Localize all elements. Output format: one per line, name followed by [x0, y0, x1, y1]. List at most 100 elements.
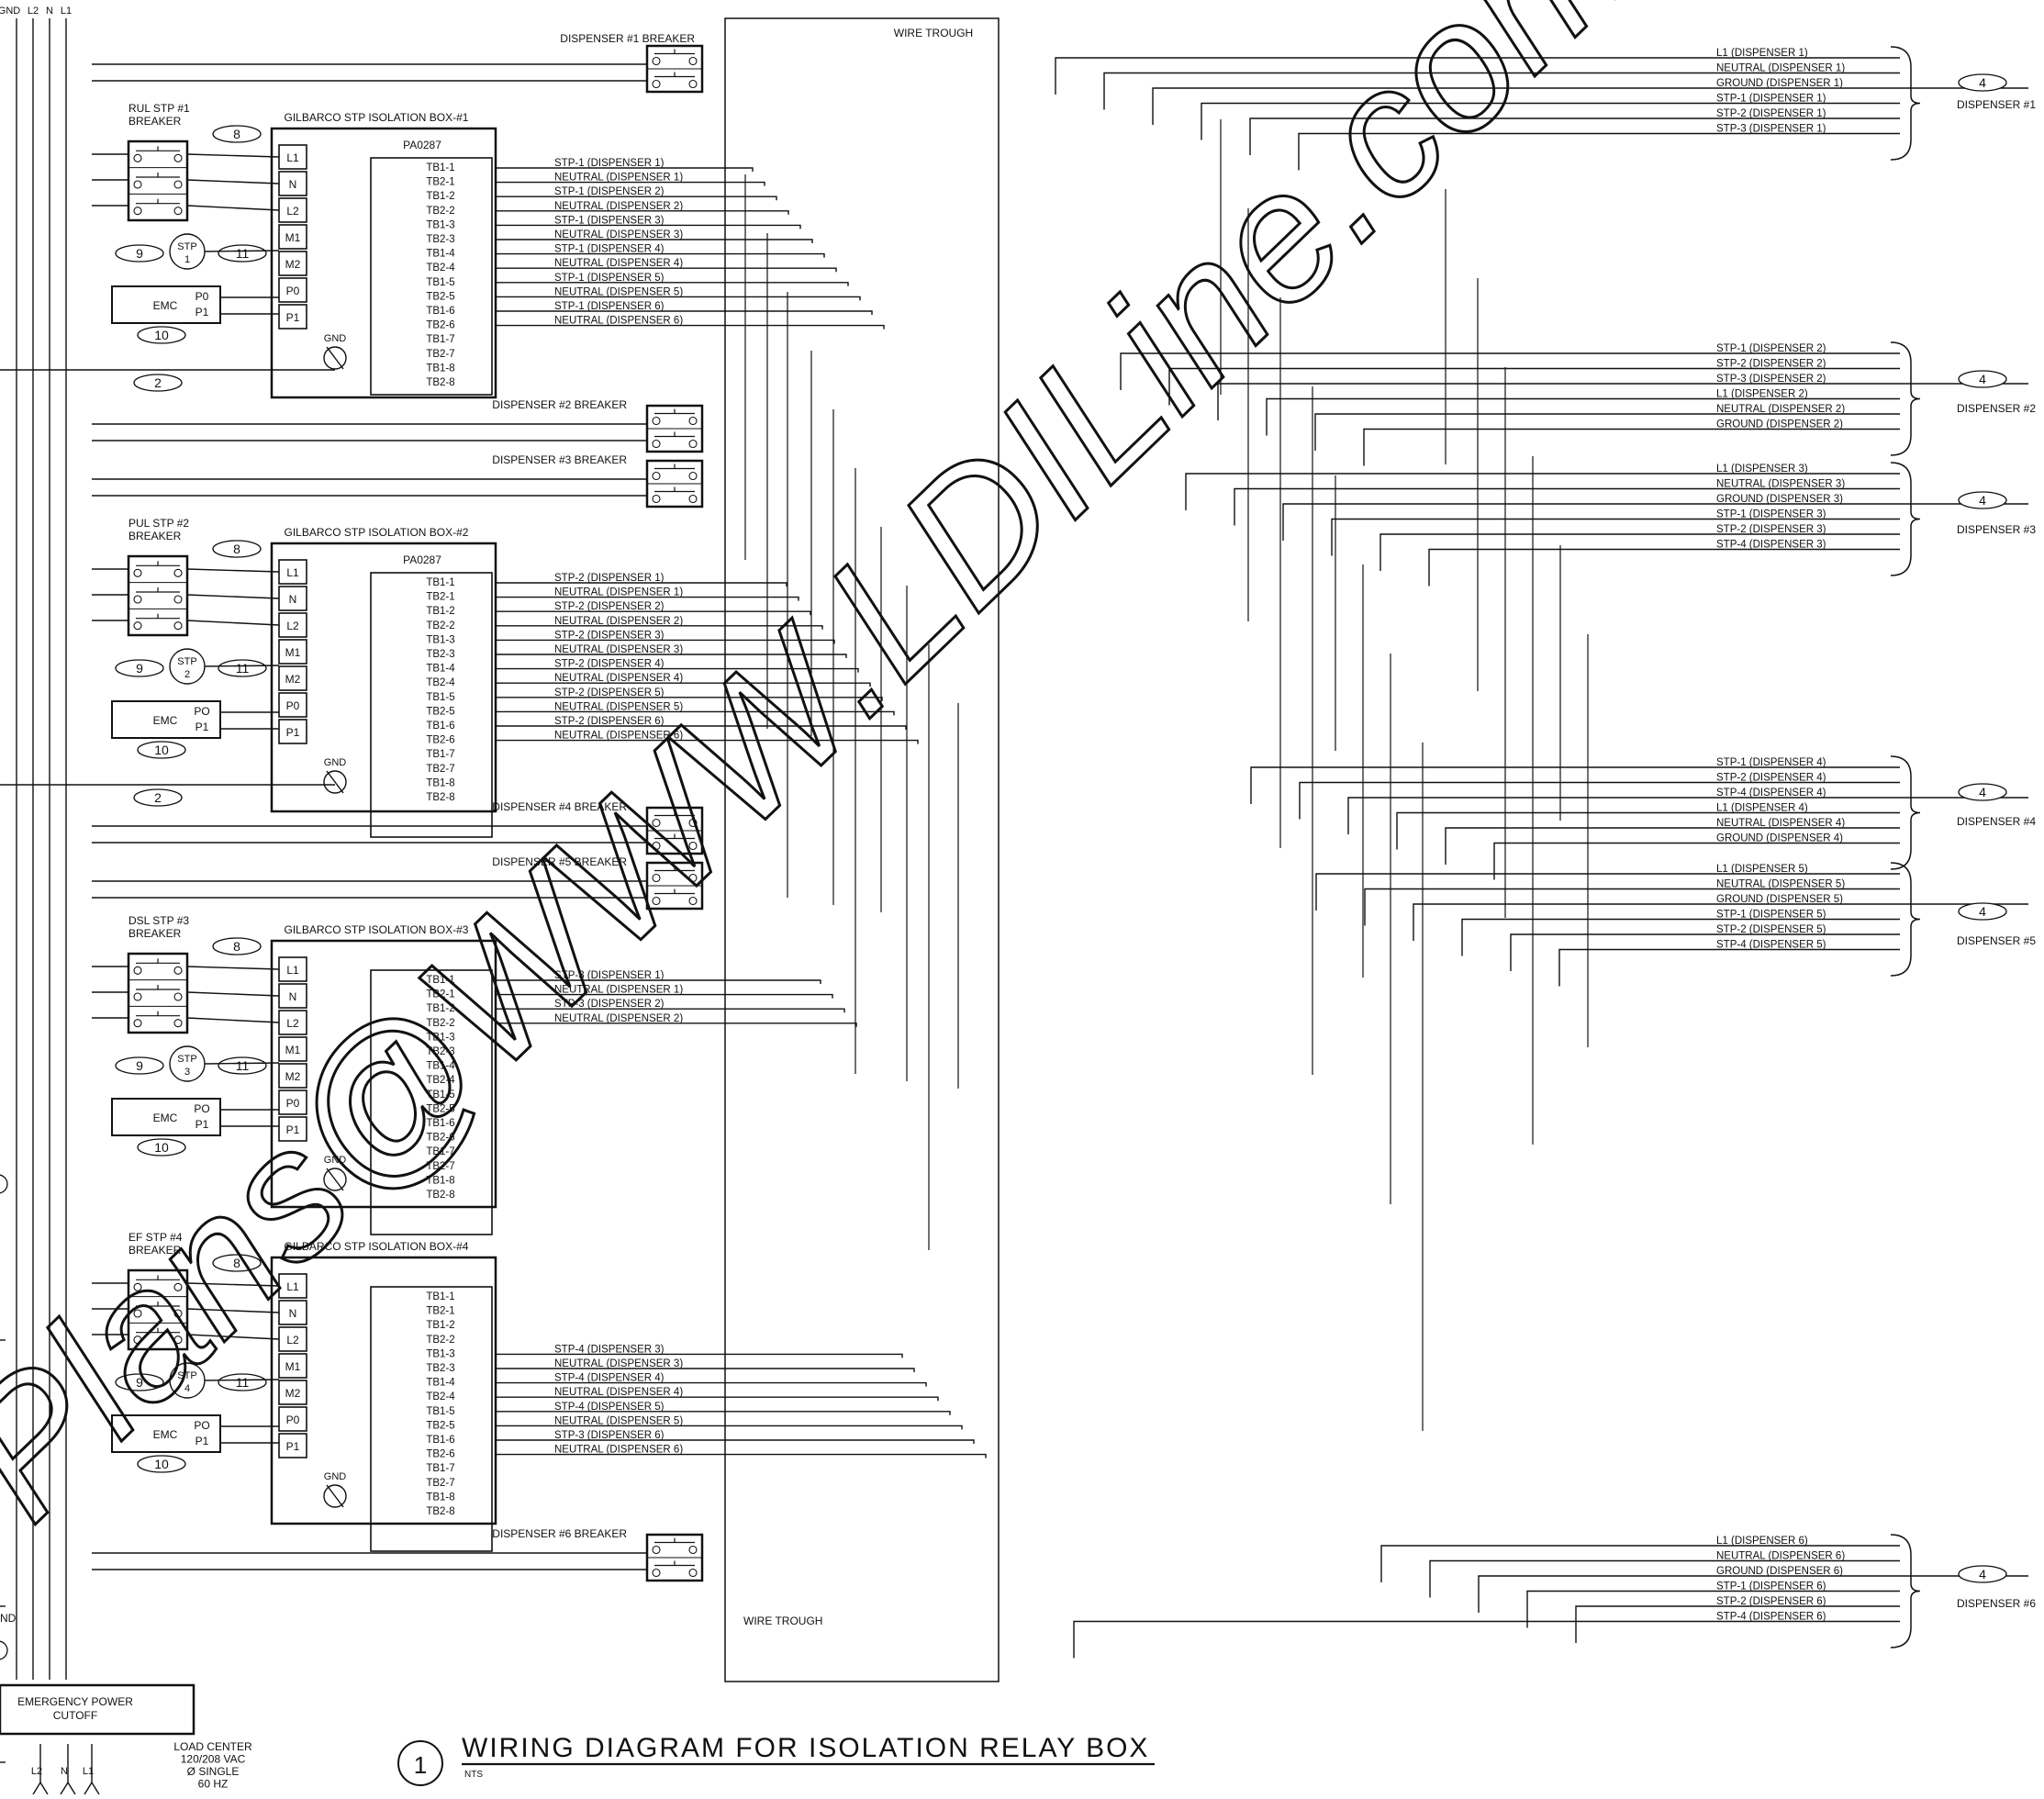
isolation-box-4-terminal-block: [370, 1286, 493, 1552]
dispenser-group-6-wire-label: STP-1 (DISPENSER 6): [1716, 1581, 1826, 1592]
isolation-box-4-breaker-out: [186, 1334, 280, 1340]
isolation-box-2-terminal-block: [370, 572, 493, 838]
isolation-box-4-wire: [496, 1411, 951, 1415]
isolation-box-1-tb-label: TB1-8: [426, 363, 454, 374]
isolation-box-2-terminal-label: P0: [286, 699, 300, 712]
dispenser-breaker-2-contact: [688, 439, 698, 449]
isolation-box-3-emc-box: [111, 1098, 221, 1136]
dispenser-group-1-name: DISPENSER #1: [1957, 98, 2036, 111]
isolation-box-4-stp-breaker: [127, 1268, 189, 1351]
dispenser-breaker-2-contact: [652, 416, 661, 426]
isolation-box-4-stp-breaker-contact: [133, 1335, 142, 1345]
isolation-box-3-tb-label: TB1-7: [426, 1146, 454, 1157]
isolation-box-1-terminal-block: [370, 157, 493, 396]
isolation-box-2-wire: [496, 710, 895, 716]
isolation-box-4-wire: [496, 1353, 903, 1358]
isolation-box-2-stp-breaker-contact: [133, 621, 142, 631]
isolation-box-1-tb-label: TB1-5: [426, 277, 454, 288]
dispenser-group-2-wire: [1266, 397, 1900, 436]
isolation-box-4-wire-label: NEUTRAL (DISPENSER 5): [554, 1415, 683, 1426]
dispenser-group-2-wire: [1363, 428, 1900, 466]
dispenser-breaker-1-contact: [652, 79, 661, 89]
isolation-box-4-terminal: [278, 1406, 307, 1432]
isolation-box-2-stp-breaker-contact: [173, 621, 183, 631]
emergency-power-label: EMERGENCY POWER: [17, 1695, 133, 1708]
isolation-box-2-circle-d-number: 10: [154, 743, 169, 757]
isolation-box-3-gnd-label: GND: [324, 1155, 347, 1166]
isolation-box-2-tb-label: TB1-7: [426, 749, 454, 760]
isolation-box-4-stp-breaker-contact: [133, 1309, 142, 1318]
isolation-box-1-stp-breaker-contact: [133, 153, 142, 162]
dispenser-group-5-wire-label: STP-2 (DISPENSER 5): [1716, 924, 1826, 935]
dispenser-group-2-wire: [1120, 352, 1900, 390]
dispenser-group-1-wire: [1298, 132, 1900, 171]
isolation-box-1-tb-label: TB2-7: [426, 349, 454, 360]
isolation-box-4-tb-label: TB1-6: [426, 1435, 454, 1446]
isolation-box-1-tb-label: TB1-7: [426, 334, 454, 345]
dispenser-group-5-wire: [1413, 903, 1900, 941]
isolation-box-2-wire: [496, 610, 811, 616]
dispenser-breaker-6-contact: [652, 1545, 661, 1555]
isolation-box-1-wire: [496, 181, 765, 186]
dispenser-breaker-1-contact: [688, 79, 698, 89]
isolation-box-2-wire: [496, 654, 847, 658]
isolation-box-2-wire-label: STP-2 (DISPENSER 1): [554, 573, 665, 584]
isolation-box-3-breaker-out: [186, 966, 280, 970]
isolation-box-2-wire-label: STP-2 (DISPENSER 4): [554, 659, 665, 670]
isolation-box-4-wire-label: STP-4 (DISPENSER 3): [554, 1344, 665, 1355]
dispenser-group-5-name: DISPENSER #5: [1957, 934, 2036, 947]
isolation-box-3-stp-breaker-contact: [133, 1019, 142, 1028]
isolation-box-2-breaker-out: [186, 594, 280, 599]
isolation-box-1-terminal: [278, 224, 307, 250]
isolation-box-4-wire: [496, 1381, 927, 1387]
isolation-box-1-stp-breaker-contact: [133, 180, 142, 189]
isolation-box-3-terminal: [278, 1116, 307, 1142]
dispenser-group-4-wire-label: STP-1 (DISPENSER 4): [1716, 757, 1826, 768]
isolation-box-1-circle-a-number: 8: [233, 127, 240, 141]
isolation-box-2-terminal-label: L2: [286, 620, 299, 632]
isolation-box-2-breaker-label: BREAKER: [128, 530, 182, 542]
isolation-box-2-emc-p0: PO: [194, 705, 209, 718]
isolation-box-2-wire: [496, 582, 787, 587]
isolation-box-4-title: GILBARCO STP ISOLATION BOX-#4: [285, 1240, 469, 1253]
isolation-box-1-terminal: [278, 251, 307, 276]
isolation-box-3-stp-wire: [204, 1062, 280, 1065]
isolation-box-1-ground-icon: [323, 346, 347, 370]
dispenser-breaker-3-contact: [688, 471, 698, 481]
isolation-box-4-tb-label: TB1-1: [426, 1291, 454, 1302]
isolation-box-1-wire: [496, 296, 861, 301]
dispenser-breaker-label-6: DISPENSER #6 BREAKER: [492, 1527, 627, 1540]
dispenser-breaker-label-4: DISPENSER #4 BREAKER: [492, 800, 627, 813]
isolation-box-3: [270, 939, 497, 1209]
isolation-box-4-terminal: [278, 1353, 307, 1379]
dispenser-breaker-5-contact: [652, 873, 661, 883]
dispenser-group-1-wire-label: NEUTRAL (DISPENSER 1): [1716, 63, 1845, 74]
isolation-box-4-stp-label: 4: [184, 1383, 190, 1394]
isolation-box-1-wire: [496, 224, 801, 229]
dispenser-group-6-wire-label: L1 (DISPENSER 6): [1716, 1536, 1808, 1547]
dispenser-group-6-wire-label: GROUND (DISPENSER 6): [1716, 1566, 1843, 1577]
dispenser-group-2-wire: [1314, 413, 1900, 451]
isolation-box-3-stp-breaker: [127, 952, 189, 1034]
isolation-box-3-tb-label: TB2-3: [426, 1046, 454, 1057]
dispenser-group-6-wire: [1478, 1575, 1900, 1613]
dispenser-breaker-1-contact: [688, 56, 698, 66]
isolation-box-2-wire: [496, 625, 823, 630]
dispenser-group-1-wire-label: L1 (DISPENSER 1): [1716, 48, 1808, 59]
dispenser-breaker-3-contact: [688, 494, 698, 504]
load-center-label: Ø SINGLE: [187, 1765, 240, 1778]
isolation-box-3-terminal-label: L1: [286, 964, 299, 977]
isolation-box-2-wire: [496, 739, 919, 744]
isolation-box-2-tb-label: TB1-6: [426, 721, 454, 732]
dispenser-group-6-wire-label: STP-2 (DISPENSER 6): [1716, 1596, 1826, 1607]
isolation-box-2-wire: [496, 639, 835, 644]
isolation-box-2-terminal-label: N: [289, 593, 297, 606]
isolation-box-3-wire: [496, 1022, 857, 1027]
dispenser-group-3-wire-label: NEUTRAL (DISPENSER 3): [1716, 479, 1845, 490]
isolation-box-4-wire: [496, 1425, 963, 1430]
isolation-box-4-tb-label: TB1-8: [426, 1492, 454, 1503]
isolation-box-4-wire: [496, 1439, 975, 1444]
isolation-box-4-wire: [496, 1368, 915, 1372]
emergency-power-cutoff-box: [0, 1683, 195, 1736]
isolation-box-1-wire-label: NEUTRAL (DISPENSER 5): [554, 286, 683, 297]
